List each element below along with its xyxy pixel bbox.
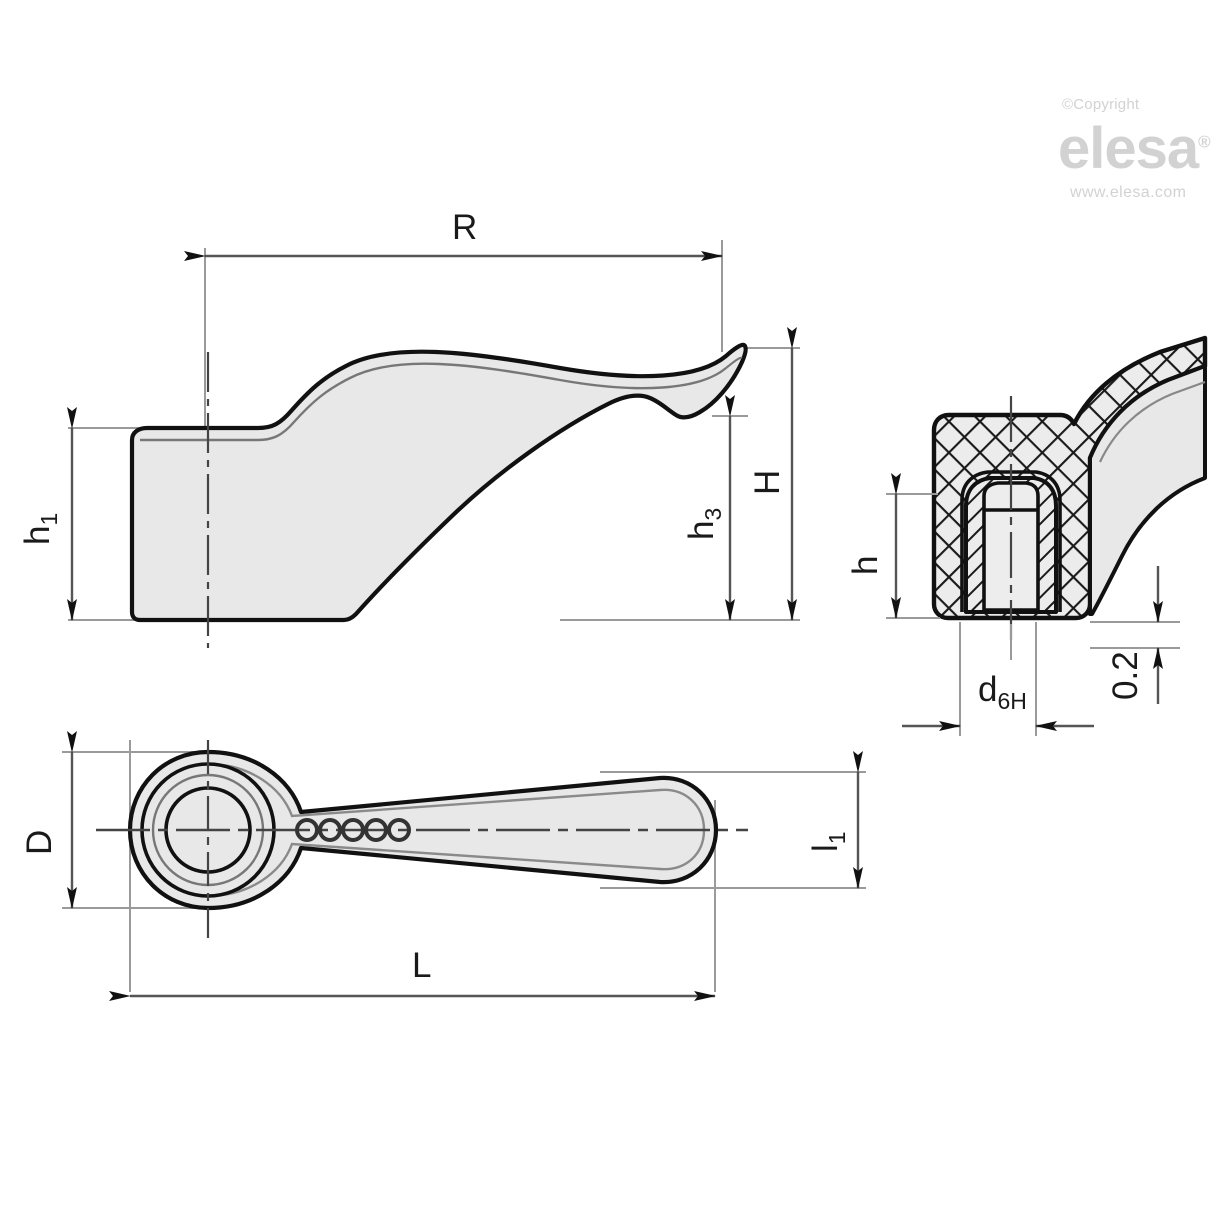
label-h3-sub: 3 <box>700 507 726 521</box>
section-arm-behind <box>1088 364 1207 616</box>
label-l1-base: l <box>806 844 845 852</box>
label-l1: l1 <box>806 831 850 852</box>
label-H: H <box>748 469 787 495</box>
label-d6H-base: d <box>978 670 998 709</box>
label-d6H-sub: 6H <box>997 688 1027 714</box>
label-h3-base: h <box>682 520 721 540</box>
side-elevation-view <box>67 240 800 648</box>
plan-grip-dimples <box>295 818 411 842</box>
label-R: R <box>452 208 478 247</box>
plan-top-view <box>62 731 866 1001</box>
label-L: L <box>412 946 432 985</box>
website-url: www.elesa.com <box>1070 184 1187 201</box>
elesa-logo: elesa® <box>1058 120 1211 178</box>
label-l1-sub: 1 <box>824 831 850 845</box>
label-d6H: d6H <box>978 672 1027 713</box>
lever-side-profile <box>129 342 748 623</box>
registered-trademark-icon: ® <box>1198 132 1210 152</box>
cross-section-view <box>886 335 1208 736</box>
label-h1: h1 <box>18 512 62 545</box>
label-h3: h3 <box>682 507 726 540</box>
label-h1-base: h <box>18 525 57 545</box>
copyright-text: ©Copyright <box>1062 96 1140 113</box>
label-h: h <box>846 555 885 575</box>
elesa-logo-text: elesa <box>1058 116 1199 181</box>
lever-side-inner-edge <box>140 362 727 442</box>
label-h1-sub: 1 <box>36 512 62 526</box>
plan-extension-lines <box>62 740 866 992</box>
lever-side-tip-edge <box>725 356 743 369</box>
label-D: D <box>20 829 59 855</box>
section-arm-inner-line <box>1099 380 1206 463</box>
label-0-2: 0.2 <box>1106 651 1145 700</box>
